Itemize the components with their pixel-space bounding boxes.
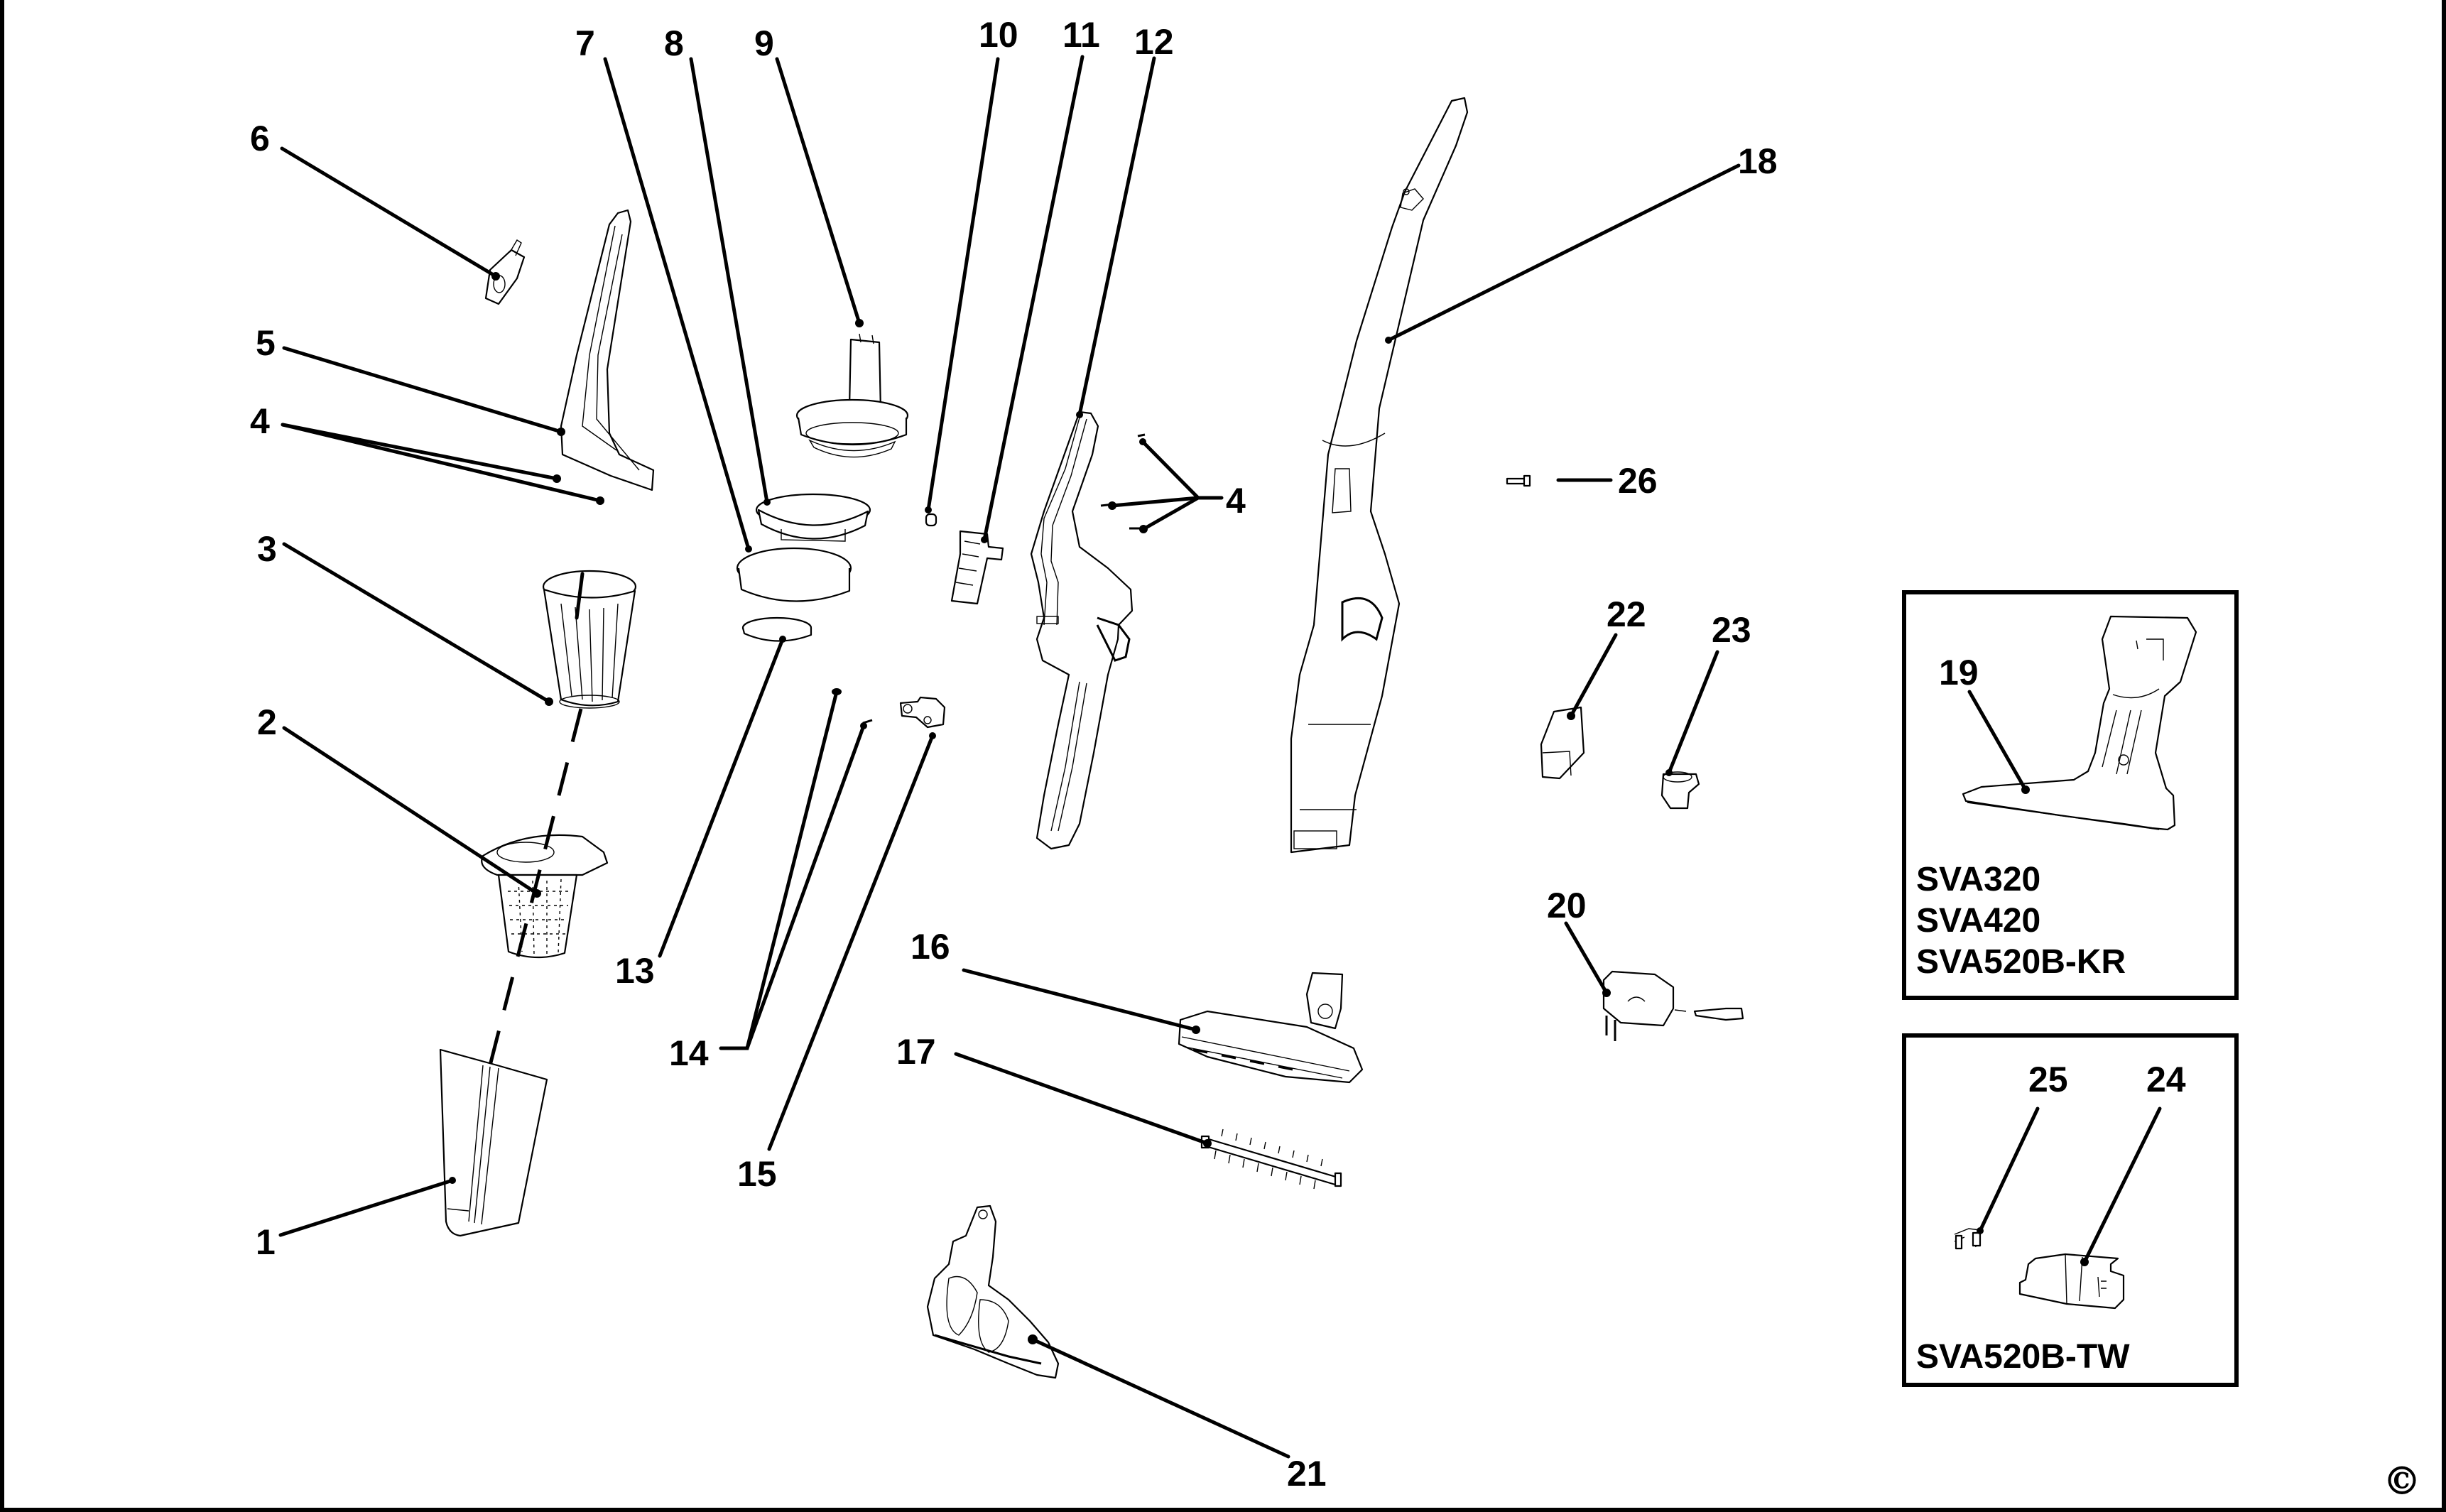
part-7-seal-ring[interactable] <box>736 547 852 602</box>
part-10-bushing[interactable] <box>925 513 937 527</box>
part-2-mesh-prefilter[interactable] <box>481 834 609 959</box>
part-15-latch[interactable] <box>899 696 946 729</box>
callout-20: 20 <box>1547 886 1587 925</box>
part-21-floor-head-chassis[interactable] <box>926 1204 1060 1379</box>
assembly-axis-dashed-line <box>488 708 583 1066</box>
leader-lines <box>278 55 1741 1459</box>
part-23-brush-tool[interactable] <box>1660 771 1700 810</box>
callout-13: 13 <box>615 951 655 991</box>
callout-22: 22 <box>1607 594 1646 634</box>
callout-18: 18 <box>1738 141 1778 181</box>
part-3-pleated-filter[interactable] <box>542 570 637 709</box>
part-26-pin[interactable] <box>1506 474 1531 487</box>
callout-9: 9 <box>754 23 774 63</box>
part-12-hand-unit-housing[interactable] <box>1030 410 1134 850</box>
part-1-dust-bowl[interactable] <box>439 1048 548 1237</box>
callout-4-right: 4 <box>1226 481 1246 521</box>
part-19-charging-stand[interactable] <box>1962 615 2197 831</box>
inset-box-tw-charging-base: 25 24 SVA520B-TW <box>1902 1033 2239 1387</box>
copyright-symbol: © <box>2383 1458 2421 1503</box>
callout-19: 19 <box>1939 653 1979 692</box>
callout-15: 15 <box>737 1154 777 1194</box>
callout-16: 16 <box>911 927 950 967</box>
part-25-wire-connector[interactable] <box>1954 1228 1982 1250</box>
callout-labels: 6 5 4 3 2 1 7 8 9 10 11 12 4 13 14 15 16… <box>250 15 1778 1494</box>
model-label-sva320: SVA320 <box>1916 861 2040 898</box>
callout-24: 24 <box>2146 1060 2186 1099</box>
callout-7: 7 <box>575 23 595 63</box>
assembly-axis-top <box>575 572 585 620</box>
part-9-motor-fan-assembly[interactable] <box>795 333 909 458</box>
part-16-floor-head[interactable] <box>1178 972 1364 1084</box>
part-8-motor-cover[interactable] <box>755 493 871 542</box>
model-label-sva420: SVA420 <box>1916 902 2040 940</box>
leader-24 <box>2082 1106 2162 1264</box>
part-20-charger-adapter[interactable] <box>1602 970 1744 1041</box>
callout-12: 12 <box>1134 22 1174 62</box>
callout-14: 14 <box>669 1033 709 1073</box>
callout-26: 26 <box>1618 461 1658 501</box>
callout-5: 5 <box>256 323 276 363</box>
callout-4-left: 4 <box>250 401 270 441</box>
part-4-screws-right[interactable] <box>1100 433 1148 533</box>
callout-21: 21 <box>1287 1454 1327 1494</box>
callout-6: 6 <box>250 119 270 158</box>
callout-23: 23 <box>1712 610 1751 650</box>
part-24-charging-base[interactable] <box>2018 1253 2125 1310</box>
callout-25: 25 <box>2028 1060 2068 1099</box>
part-6-switch[interactable] <box>484 239 526 305</box>
part-22-crevice-tool[interactable] <box>1540 706 1585 780</box>
part-5-handle-housing[interactable] <box>560 209 655 491</box>
leader-25 <box>1978 1106 2040 1233</box>
callout-10: 10 <box>979 15 1018 55</box>
callout-3: 3 <box>257 529 277 569</box>
part-17-brush-roll[interactable] <box>1200 1128 1342 1190</box>
part-13-gasket[interactable] <box>741 616 812 642</box>
callout-2: 2 <box>257 702 277 742</box>
part-18-stick-body[interactable] <box>1290 97 1469 854</box>
inset-box-charging-stand: 19 SVA320 SVA420 SVA520B-KR <box>1902 590 2239 1000</box>
callout-17: 17 <box>896 1032 936 1072</box>
callout-11: 11 <box>1062 15 1100 55</box>
model-label-sva520b-kr: SVA520B-KR <box>1916 943 2126 981</box>
part-11-pcb[interactable] <box>950 530 1004 605</box>
leader-19 <box>1967 690 2028 792</box>
callout-1: 1 <box>256 1222 276 1262</box>
callout-8: 8 <box>664 23 684 63</box>
model-label-sva520b-tw: SVA520B-TW <box>1916 1338 2130 1376</box>
